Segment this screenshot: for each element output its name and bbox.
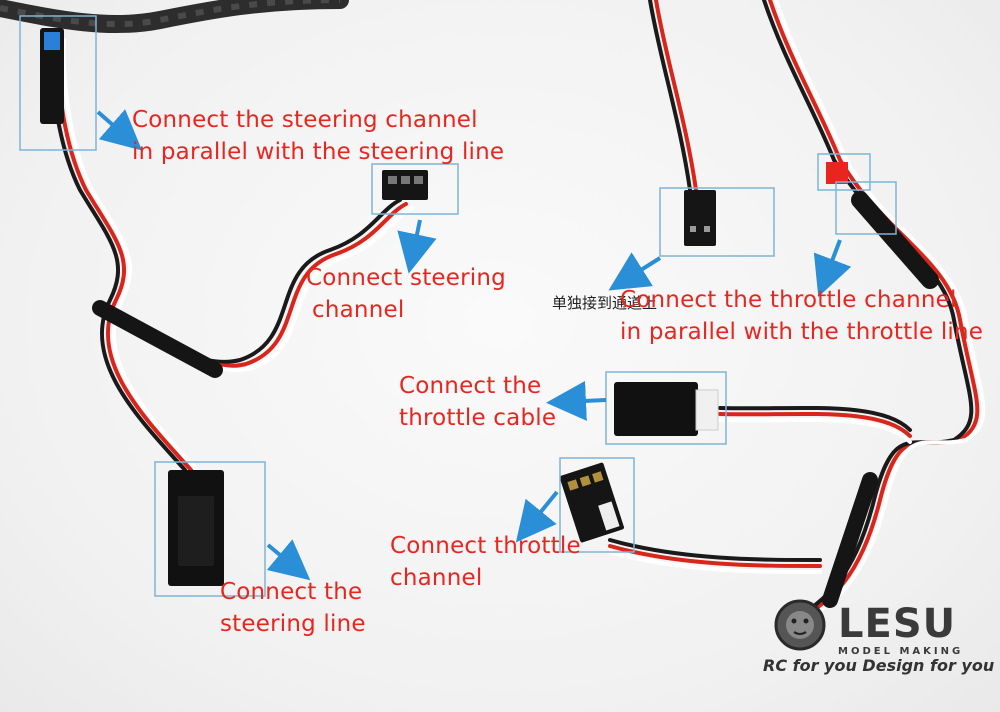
label-steering-line: Connect the steering line [220, 579, 366, 637]
brand-slogan: RC for you Design for you [763, 656, 995, 675]
red-marker [826, 162, 848, 184]
steering-channel-plug [382, 170, 428, 200]
label-throttle-channel: Connect throttle channel [390, 533, 581, 591]
steering-wire [49, 38, 414, 472]
label-steering-parallel: Connect the steering channel in parallel… [132, 107, 505, 165]
brand-name: LESU [838, 601, 957, 647]
brand-subtitle: MODEL MAKING [838, 646, 964, 657]
label-throttle-cable: Connect the throttle cable [399, 373, 557, 431]
label-steering-channel: Connect steering channel [306, 265, 506, 323]
steering-plug-top [40, 28, 64, 124]
highlight-boxes [19, 15, 897, 597]
brand-logo: LESU MODEL MAKING [838, 604, 963, 657]
pointer-arrows [96, 109, 852, 581]
braided-cable [0, 0, 349, 34]
throttle-channel-plug [559, 462, 625, 543]
throttle-cable-connector [614, 382, 698, 436]
throttle-wire [608, 0, 986, 622]
label-throttle-parallel: Connect the throttle channel in parallel… [620, 287, 984, 345]
lion-logo-icon [774, 599, 826, 651]
chinese-note: 单独接到通道上 [552, 294, 658, 312]
standalone-plug [684, 190, 716, 246]
